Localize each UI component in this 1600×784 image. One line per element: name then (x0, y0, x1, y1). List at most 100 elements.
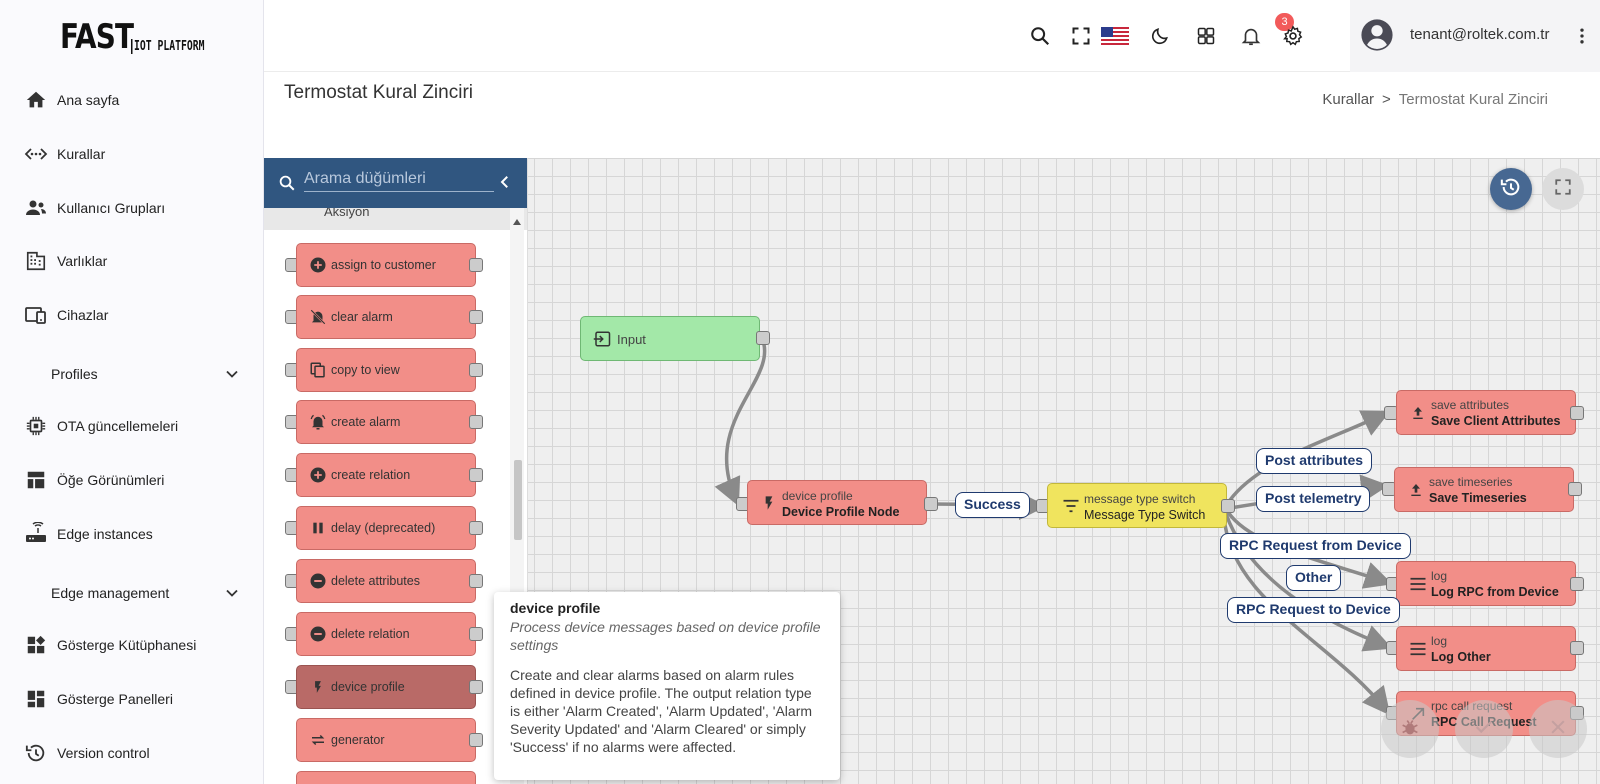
library-node-clear-alarm[interactable]: clear alarm (296, 295, 476, 339)
logo-main: FAST (60, 17, 134, 57)
sidebar-item-devices[interactable]: Cihazlar (0, 295, 264, 335)
node-output-port[interactable] (1570, 406, 1584, 420)
library-category-header[interactable]: Aksiyon (264, 208, 527, 230)
breadcrumb-current: Termostat Kural Zinciri (1398, 91, 1548, 108)
node-device-profile[interactable]: device profile Device Profile Node (747, 480, 927, 525)
sidebar-group-profiles[interactable]: Profiles (0, 354, 264, 394)
sidebar-item-dashboards[interactable]: Gösterge Panelleri (0, 679, 264, 719)
sidebar: FAST IOT PLATFORM Ana sayfa Kurallar Kul… (0, 0, 264, 784)
library-search-input[interactable] (304, 166, 494, 192)
sidebar-item-edge-instances[interactable]: Edge instances (0, 514, 264, 554)
sidebar-item-widget-library[interactable]: Gösterge Kütüphanesi (0, 625, 264, 665)
devices-icon (24, 303, 48, 327)
node-output-port[interactable] (756, 331, 770, 345)
relation-label-post-attributes[interactable]: Post attributes (1256, 448, 1373, 474)
home-icon (24, 88, 48, 112)
node-output-port[interactable] (1570, 641, 1584, 655)
scroll-up-icon[interactable] (513, 212, 521, 230)
widget-library-icon (24, 633, 48, 657)
relation-label-other[interactable]: Other (1286, 565, 1342, 591)
user-email: tenant@roltek.com.tr (1410, 26, 1550, 43)
debug-button[interactable] (1381, 700, 1439, 758)
dark-mode-icon[interactable] (1148, 24, 1172, 48)
check-icon (1473, 716, 1495, 743)
fullscreen-icon[interactable] (1069, 24, 1093, 48)
sidebar-item-label: Kurallar (57, 146, 106, 162)
lib-node-port-out (469, 415, 483, 429)
lib-node-port-out (469, 258, 483, 272)
us-flag-icon[interactable] (1100, 24, 1130, 48)
bell-icon[interactable] (1239, 24, 1263, 48)
library-node-device-profile[interactable]: device profile (296, 665, 476, 709)
node-log-other[interactable]: log Log Other (1396, 626, 1576, 671)
breadcrumb: Kurallar > Termostat Kural Zinciri (1322, 91, 1548, 108)
widget-layout-icon (24, 468, 48, 492)
dashboard-icon (24, 687, 48, 711)
more-vert-icon[interactable] (1572, 26, 1592, 51)
relation-label-rpc-from-device[interactable]: RPC Request from Device (1220, 533, 1411, 559)
sidebar-item-label: Version control (57, 745, 150, 761)
canvas-fullscreen-button[interactable] (1542, 168, 1584, 210)
node-output-port[interactable] (1568, 482, 1582, 496)
sidebar-item-version-control[interactable]: Version control (0, 733, 264, 773)
library-node-create-relation[interactable]: create relation (296, 453, 476, 497)
apply-changes-button[interactable] (1455, 700, 1513, 758)
search-icon[interactable] (1028, 24, 1052, 48)
node-type: save timeseries (1429, 475, 1513, 489)
sidebar-item-user-groups[interactable]: Kullanıcı Grupları (0, 188, 264, 228)
sidebar-item-ota[interactable]: OTA güncellemeleri (0, 406, 264, 446)
library-scrollbar-thumb[interactable] (514, 460, 522, 540)
sidebar-item-assets[interactable]: Varlıklar (0, 241, 264, 281)
library-node-label: delete attributes (331, 574, 420, 588)
node-save-timeseries[interactable]: save timeseries Save Timeseries (1394, 467, 1574, 512)
library-node-generator[interactable]: generator (296, 718, 476, 762)
library-node-delete-attributes[interactable]: delete attributes (296, 559, 476, 603)
library-node-copy-to-view[interactable]: copy to view (296, 348, 476, 392)
logo[interactable]: FAST IOT PLATFORM (60, 16, 229, 56)
apps-icon[interactable] (1194, 24, 1218, 48)
node-label: Input (617, 332, 646, 347)
copy-icon (309, 361, 327, 379)
library-node-create-alarm[interactable]: create alarm (296, 400, 476, 444)
relation-label-rpc-to-device[interactable]: RPC Request to Device (1227, 597, 1400, 623)
sidebar-item-label: Cihazlar (57, 307, 109, 323)
library-node-assign-to-customer[interactable]: assign to customer (296, 243, 476, 287)
bug-icon (1399, 716, 1421, 743)
node-save-attributes[interactable]: save attributes Save Client Attributes (1396, 390, 1576, 435)
sidebar-item-rules[interactable]: Kurallar (0, 134, 264, 174)
sidebar-item-home[interactable]: Ana sayfa (0, 80, 264, 120)
node-output-port[interactable] (1221, 499, 1235, 513)
node-log-rpc[interactable]: log Log RPC from Device (1396, 561, 1576, 606)
collapse-panel-icon[interactable] (496, 173, 514, 196)
node-output-port[interactable] (924, 497, 938, 511)
node-output-port[interactable] (1570, 577, 1584, 591)
sidebar-item-label: Kullanıcı Grupları (57, 200, 166, 216)
filter-icon (1062, 497, 1080, 515)
fullscreen-icon (1554, 178, 1572, 201)
relation-label-success[interactable]: Success (955, 492, 1030, 518)
node-name: Save Client Attributes (1431, 414, 1561, 428)
breadcrumb-link-rules[interactable]: Kurallar (1322, 91, 1375, 108)
pause-icon (309, 519, 327, 537)
node-name: Message Type Switch (1084, 508, 1206, 522)
user-menu[interactable]: tenant@roltek.com.tr (1350, 0, 1600, 72)
upload-icon (1407, 481, 1425, 499)
sidebar-group-edge-management[interactable]: Edge management (0, 573, 264, 613)
sidebar-item-widget-views[interactable]: Öğe Görünümleri (0, 460, 264, 500)
lib-node-port-out (469, 363, 483, 377)
gear-icon[interactable] (1281, 24, 1305, 48)
node-message-type-switch[interactable]: message type switch Message Type Switch (1047, 483, 1227, 528)
library-node-partial[interactable] (296, 771, 476, 784)
library-search-bar (264, 158, 527, 208)
library-node-delete-relation[interactable]: delete relation (296, 612, 476, 656)
library-node-label: assign to customer (331, 258, 436, 272)
node-input[interactable]: Input (580, 316, 760, 361)
library-node-delay[interactable]: delay (deprecated) (296, 506, 476, 550)
version-history-button[interactable] (1490, 168, 1532, 210)
sidebar-item-label: Öğe Görünümleri (57, 472, 165, 488)
library-node-label: device profile (331, 680, 405, 694)
relation-label-post-telemetry[interactable]: Post telemetry (1256, 486, 1371, 512)
discard-changes-button[interactable] (1529, 700, 1587, 758)
user-group-icon (24, 196, 48, 220)
alarm-active-icon (309, 413, 327, 431)
